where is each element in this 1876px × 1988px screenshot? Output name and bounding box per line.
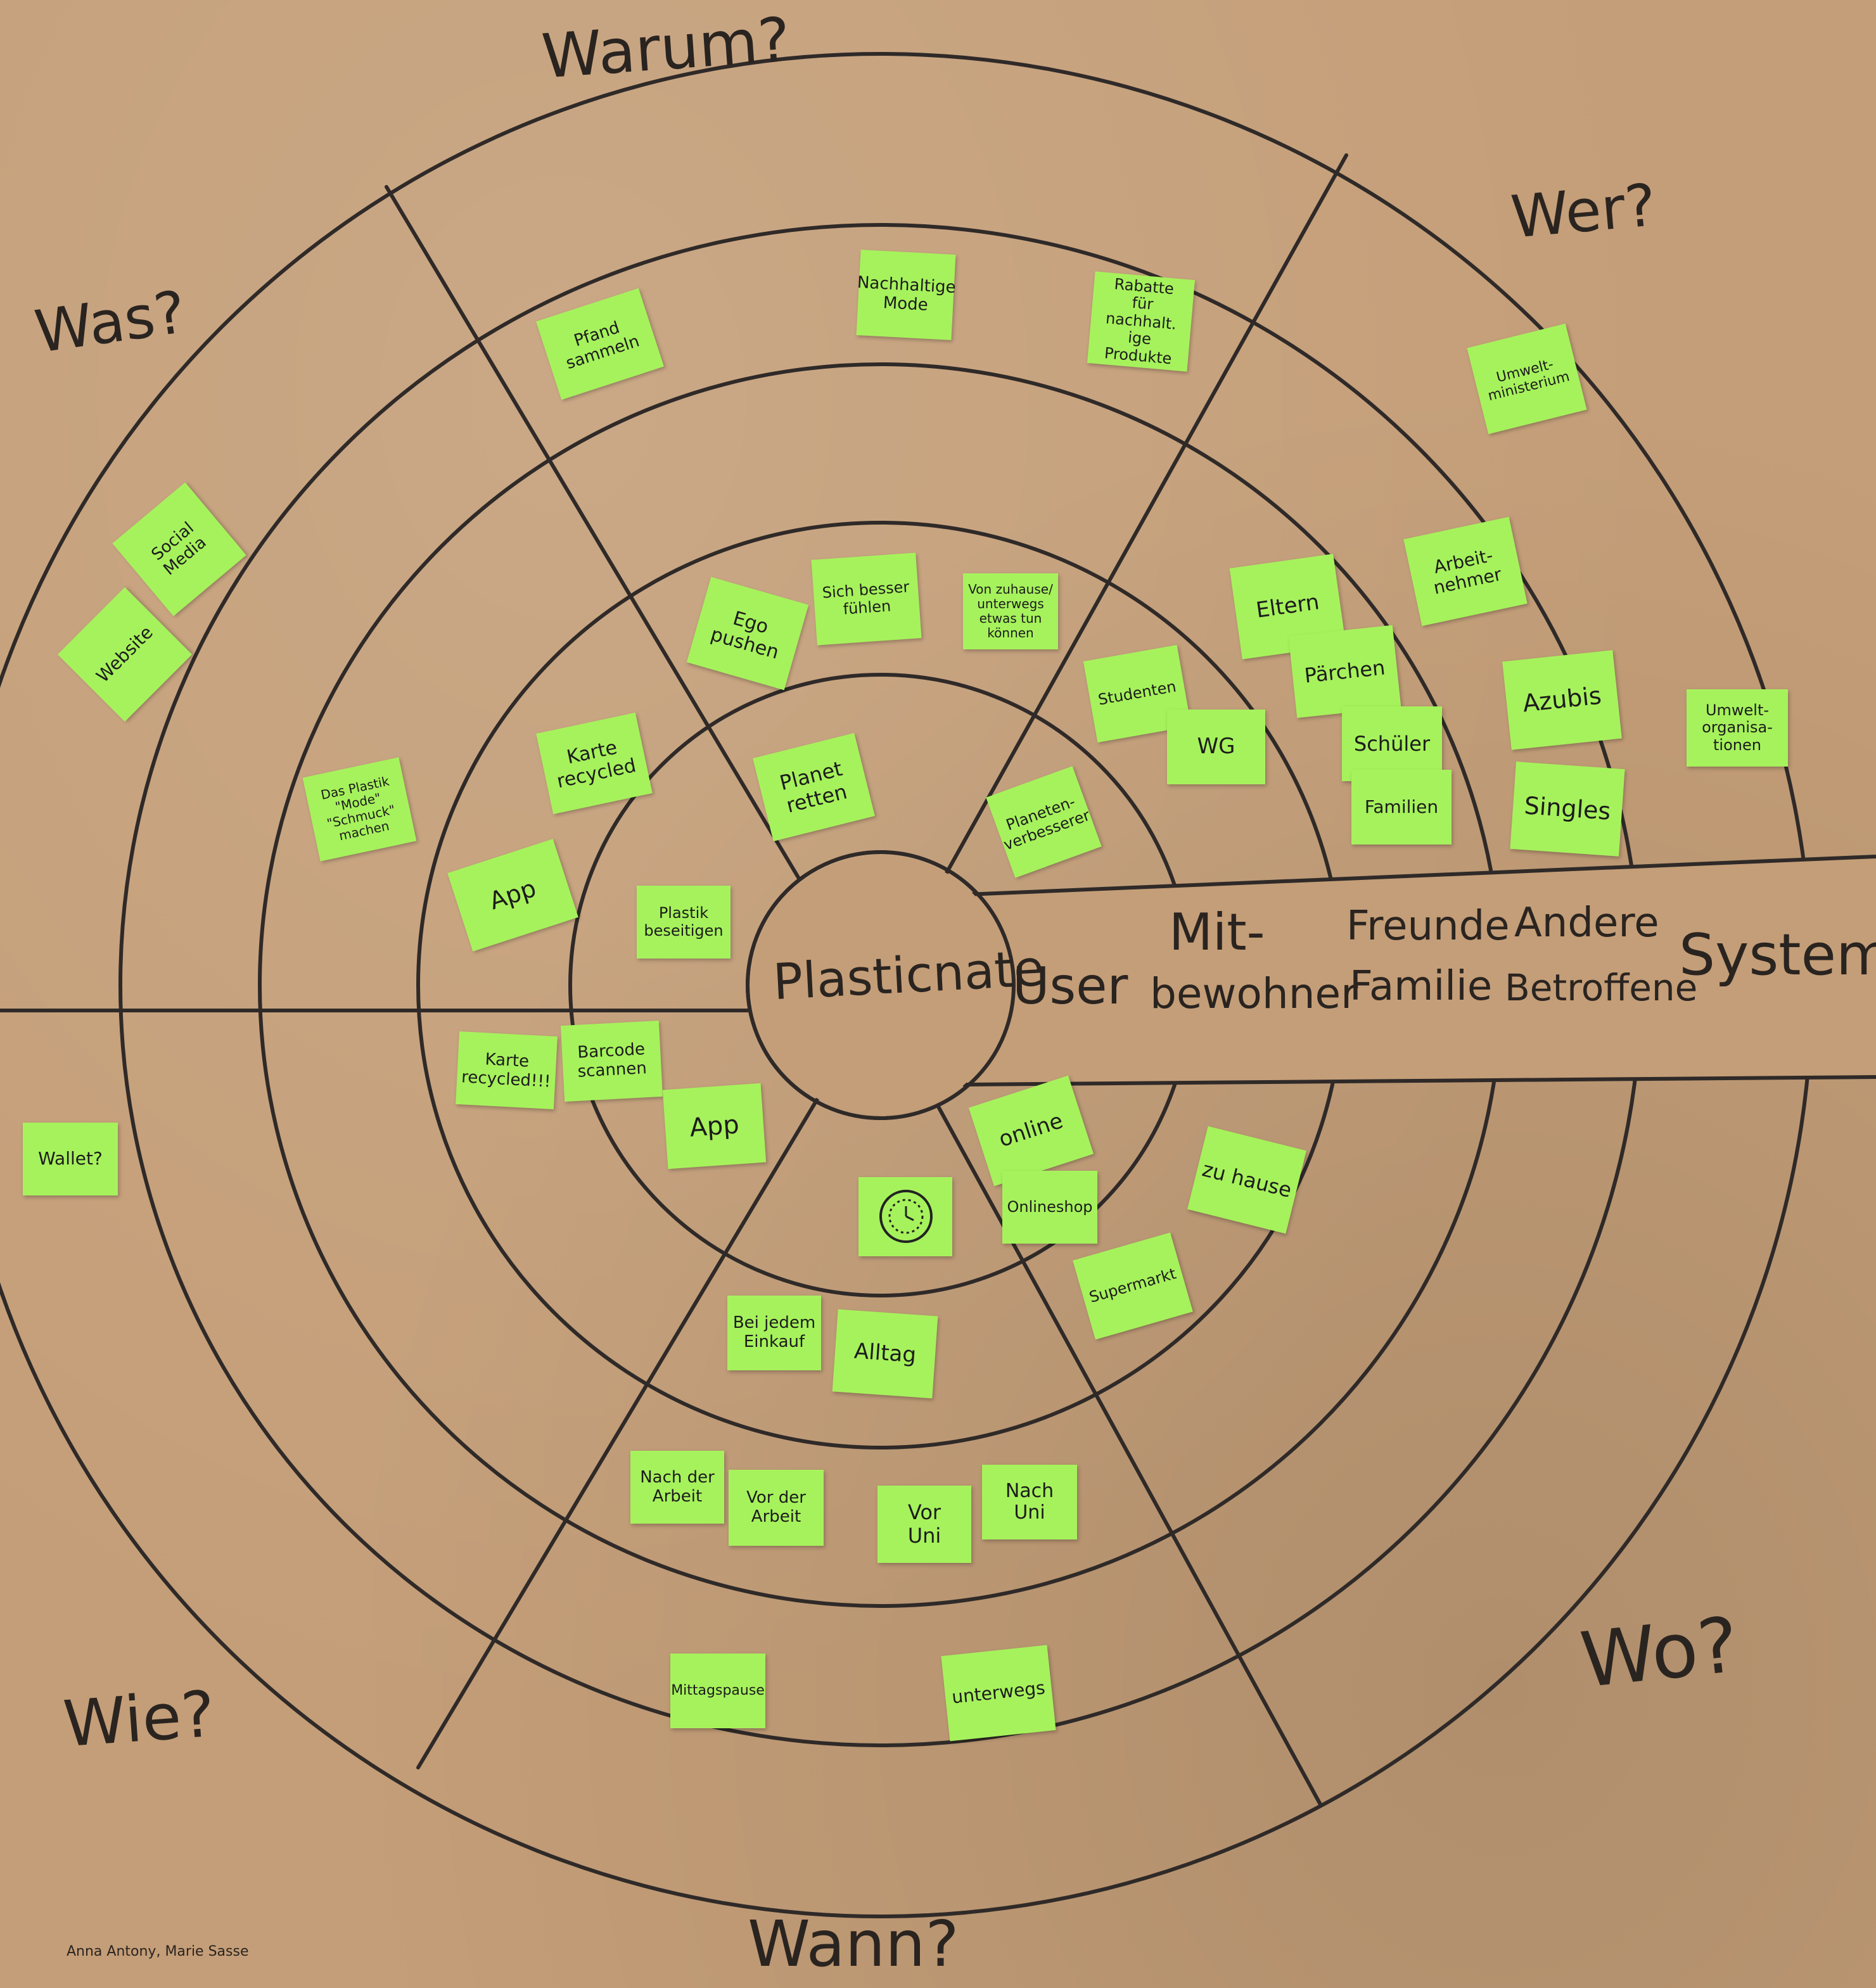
note-mittagspause: Mittagspause	[670, 1653, 765, 1728]
note-unterwegs: unterwegs	[941, 1645, 1056, 1742]
note-wallet: Wallet?	[23, 1123, 118, 1195]
clock-icon	[879, 1190, 933, 1243]
stakeholder-user: User	[1012, 957, 1128, 1016]
note-barcode-scannen: Barcode scannen	[560, 1021, 663, 1102]
divider-lower-left	[416, 1097, 819, 1769]
note-umweltorganisationen: Umwelt- organisa- tionen	[1687, 689, 1788, 767]
stakeholder-betroffene: Betroffene	[1505, 966, 1698, 1009]
stakeholder-system: System	[1679, 922, 1876, 988]
stakeholder-familie: Familie	[1350, 963, 1493, 1010]
stakeholder-band	[963, 857, 1876, 1083]
question-wann: Wann?	[748, 1907, 959, 1981]
note-karte-recycled-bottom: Karte recycled!!!	[456, 1031, 558, 1109]
note-nach-der-arbeit: Nach der Arbeit	[630, 1451, 724, 1524]
note-schueler: Schüler	[1342, 706, 1442, 781]
stakeholder-mitbewohner-1: Mit-	[1169, 903, 1265, 962]
note-paerchen: Pärchen	[1288, 625, 1401, 718]
note-plastik-beseitigen: Plastik beseitigen	[637, 886, 731, 959]
note-azubis: Azubis	[1502, 650, 1622, 750]
note-onlineshop: Onlineshop	[1002, 1171, 1097, 1244]
note-app-bottom: App	[662, 1083, 767, 1169]
question-wo: Wo?	[1576, 1601, 1743, 1705]
note-nach-uni: Nach Uni	[982, 1465, 1077, 1539]
note-nachhaltige-mode: Nachhaltige Mode	[856, 250, 956, 340]
note-singles: Singles	[1510, 761, 1625, 857]
question-wie: Wie?	[61, 1676, 217, 1762]
divider-lower-right	[936, 1104, 1323, 1807]
author-names: Anna Antony, Marie Sasse	[67, 1944, 249, 1959]
stakeholder-mitbewohner-2: bewohner	[1150, 969, 1358, 1018]
note-familien: Familien	[1351, 770, 1452, 844]
divider-upper-left	[385, 185, 800, 879]
divider-upper-right	[942, 153, 1348, 879]
note-bei-jedem-einkauf: Bei jedem Einkauf	[727, 1296, 821, 1370]
stakeholder-freunde: Freunde	[1346, 903, 1510, 950]
note-sich-besser-fuehlen: Sich besser fühlen	[811, 552, 922, 646]
note-alltag: Alltag	[832, 1309, 938, 1399]
stakeholder-andere: Andere	[1514, 900, 1659, 946]
note-von-zuhause: Von zuhause/ unterwegs etwas tun können	[963, 573, 1058, 649]
note-vor-der-arbeit: Vor der Arbeit	[729, 1470, 824, 1546]
note-vor-uni: Vor Uni	[877, 1486, 971, 1563]
question-wer: Wer?	[1508, 171, 1659, 252]
note-rabatte: Rabatte für nachhalt. ige Produkte	[1087, 271, 1196, 372]
note-wg: WG	[1167, 710, 1265, 784]
